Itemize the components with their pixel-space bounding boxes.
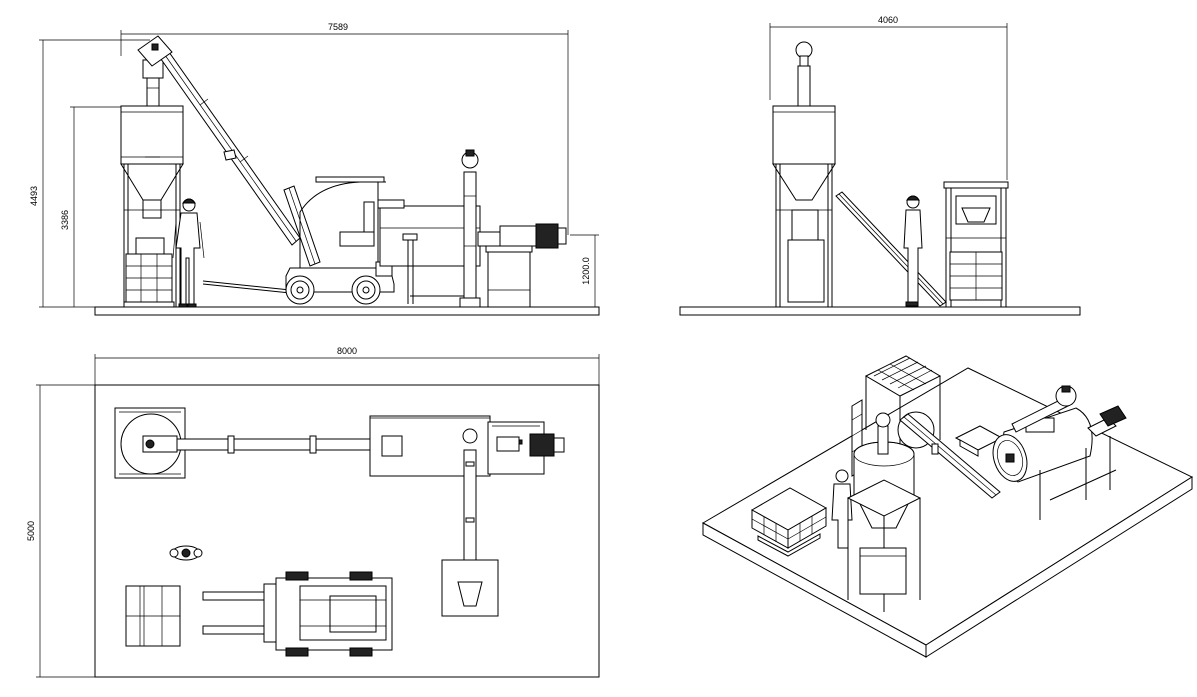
iso-silo xyxy=(846,412,922,612)
side-width-dim: 4060 xyxy=(878,15,898,25)
side-silo xyxy=(772,41,836,307)
top-conveyor-pipe xyxy=(176,435,374,454)
front-width-dim: 7589 xyxy=(328,22,348,32)
top-dimensions: 8000 5000 xyxy=(26,346,600,678)
front-screw-conveyor xyxy=(137,35,301,246)
side-incline-conveyor xyxy=(835,191,947,307)
front-forklift xyxy=(202,176,395,305)
front-view: 7589 4493 3386 1200.0 xyxy=(29,22,600,316)
front-height-dim: 4493 xyxy=(29,186,39,206)
side-view: 4060 xyxy=(679,15,1081,316)
top-depth-dim: 5000 xyxy=(26,521,36,541)
top-forklift xyxy=(202,571,393,657)
top-bag-pallet xyxy=(125,585,181,647)
iso-incline-conveyor xyxy=(899,413,1001,499)
side-mixer-frame xyxy=(943,181,1009,307)
front-floor-base xyxy=(94,306,600,316)
top-worker xyxy=(169,545,203,561)
front-worker xyxy=(172,198,205,308)
side-worker xyxy=(903,195,923,307)
front-silo-height-dim: 3386 xyxy=(60,210,70,230)
iso-screw-motor xyxy=(1011,385,1127,437)
side-floor-base xyxy=(679,306,1081,316)
front-dimensions: 7589 4493 3386 1200.0 xyxy=(29,22,599,308)
top-width-dim: 8000 xyxy=(337,346,357,356)
front-vertical-screw xyxy=(459,149,481,308)
top-vertical-screw xyxy=(441,428,499,617)
isometric-view xyxy=(701,355,1194,658)
front-motor-stand xyxy=(477,223,567,307)
iso-bag-pallet xyxy=(750,487,828,557)
top-silo xyxy=(114,407,186,479)
front-bag-pallet xyxy=(123,237,175,308)
side-dimensions: 4060 xyxy=(769,15,1008,180)
top-view: 8000 5000 xyxy=(26,346,600,678)
front-platform-height-dim: 1200.0 xyxy=(581,257,591,285)
top-floor-outline xyxy=(94,384,600,678)
